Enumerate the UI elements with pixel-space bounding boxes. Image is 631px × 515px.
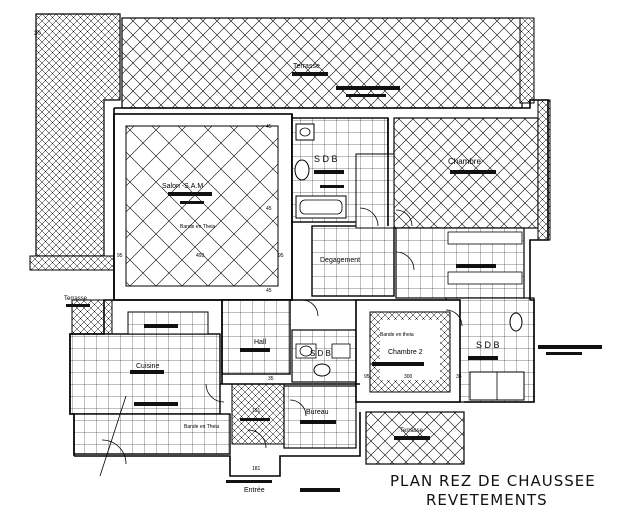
label-bars — [66, 72, 602, 492]
terrasse-bottom-label: Terrasse — [400, 428, 424, 434]
salon-label: Salon -S.A.M — [162, 183, 203, 190]
bureau-label: Bureau — [306, 409, 329, 416]
sdb-right-label: S D B — [476, 340, 500, 350]
walls — [69, 99, 549, 477]
chambre1-label: Chambre — [448, 157, 481, 166]
hall-label: Hall — [254, 339, 267, 346]
sdb-mid-label: S D B — [310, 349, 331, 358]
plan-subtitle: REVETEMENTS — [426, 491, 548, 509]
bande-chambre2-note: Bande en theia — [380, 332, 414, 338]
dimension-45-b: 45 — [266, 206, 272, 212]
terrasse-top-label: Terrasse — [293, 63, 320, 70]
bande-bureau-note: Bande en Theia — [184, 424, 219, 430]
degagement-label: Degagement — [320, 257, 360, 264]
dimension-35-b: 35 — [268, 376, 274, 382]
fixtures — [294, 123, 525, 401]
dimension-181: 181 — [252, 466, 261, 472]
dimension-95-a: 95 — [117, 253, 123, 259]
dimension-35: 35 — [456, 374, 462, 380]
cuisine-label: Cuisine — [136, 363, 159, 370]
bande-salon-note: Bande en Theia — [180, 224, 215, 230]
dimension-191: 191 — [252, 408, 261, 414]
doors — [99, 207, 463, 477]
dimension-30: 30 — [34, 31, 41, 37]
entree-label: Entrée — [244, 487, 265, 494]
sdb-top-label: S D B — [314, 154, 338, 164]
plan-title: PLAN REZ DE CHAUSSEE — [390, 472, 596, 490]
chambre2-room — [355, 299, 461, 403]
dimension-300: 300 — [404, 374, 413, 380]
dimension-95-c: 95 — [364, 374, 370, 380]
terrasse-left-label: Terrasse — [64, 296, 88, 302]
chambre2-label: Chambre 2 — [388, 349, 423, 356]
dimension-45-a: 45 — [266, 124, 272, 130]
dimension-95-b: 95 — [278, 253, 284, 259]
salon-room — [113, 113, 293, 301]
dimension-493: 493 — [196, 253, 205, 259]
dimension-45-c: 45 — [266, 288, 272, 294]
